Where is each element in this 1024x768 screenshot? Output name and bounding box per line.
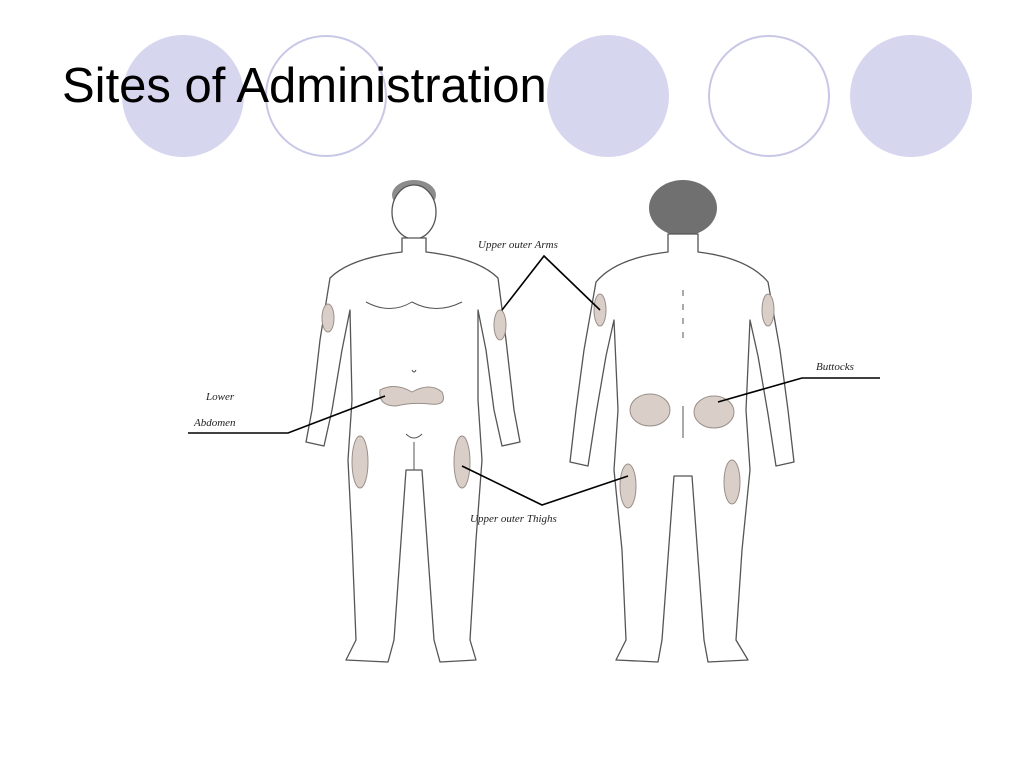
front-navel [411,369,417,373]
leader-lines [188,254,880,506]
site-back-left-thigh [619,463,637,509]
deco-circle-outline-2 [708,35,830,157]
front-head [391,184,437,240]
back-view-figure [569,180,795,663]
front-groin-line [405,433,423,439]
site-back-right-thigh [723,459,741,505]
front-chest-line [365,301,463,309]
label-lower-abdomen-line2: Abdomen [193,417,236,429]
front-view-figure [305,180,521,663]
site-right-buttock [693,395,735,429]
site-front-left-arm [321,303,335,333]
back-hair [649,180,717,236]
site-front-right-arm [493,309,507,341]
decorative-circles [122,35,972,157]
site-front-right-thigh [453,435,471,489]
site-lower-abdomen [379,386,444,407]
label-upper-outer-arms: Upper outer Arms [478,239,558,251]
front-torso [305,237,521,663]
leader-buttocks [717,377,880,403]
deco-circle-filled-3 [850,35,972,157]
deco-circle-filled-2 [547,35,669,157]
site-left-buttock [629,393,671,427]
leader-upper-arms [501,254,601,311]
site-front-left-thigh [351,435,369,489]
deco-circle-filled-1 [122,35,244,157]
label-buttocks: Buttocks [816,361,854,373]
site-back-right-arm [761,293,775,327]
deco-circle-outline-1 [265,35,387,157]
body-diagram: Upper outer Arms Buttocks Lower Abdomen … [188,180,880,663]
leader-upper-thighs [461,465,629,506]
label-lower-abdomen-line1: Lower [205,391,235,403]
leader-lower-abdomen [188,395,386,434]
back-torso [569,233,795,663]
label-upper-outer-thighs: Upper outer Thighs [470,513,557,525]
slide-title: Sites of Administration [62,59,547,113]
